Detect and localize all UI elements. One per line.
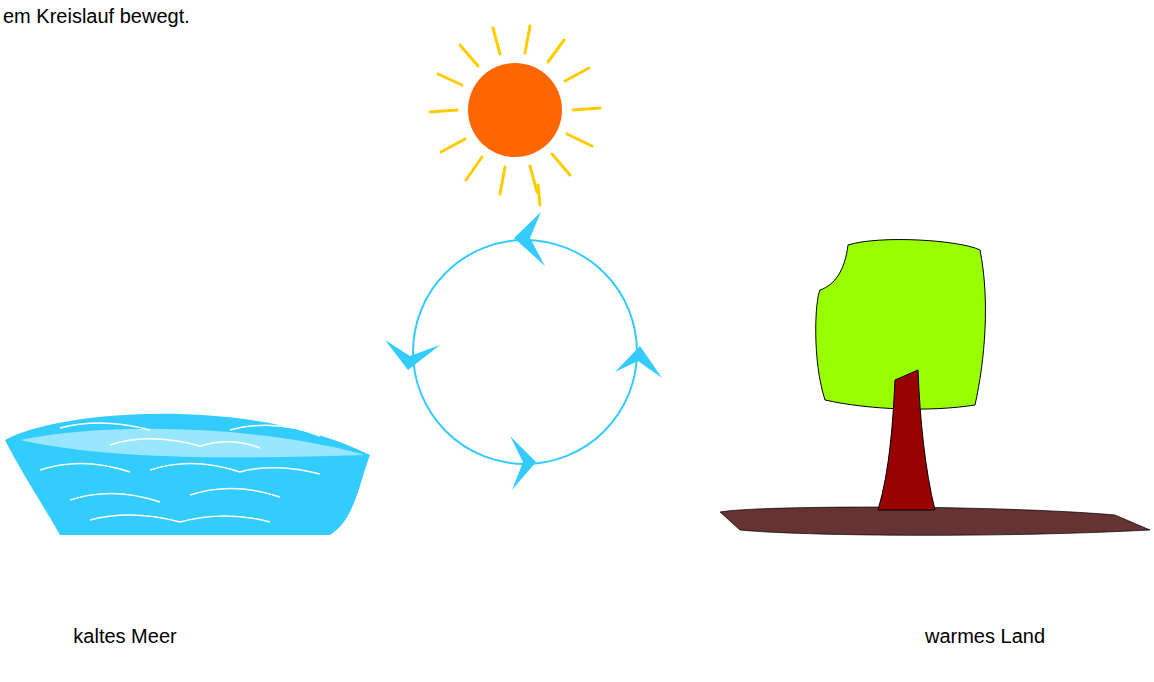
sea <box>5 414 370 535</box>
intro-text: em Kreislauf bewegt. <box>3 4 190 28</box>
sun <box>430 26 600 205</box>
sea-label: kaltes Meer <box>73 624 176 648</box>
land-label: warmes Land <box>925 624 1045 648</box>
land-with-tree <box>720 240 1150 536</box>
circulation-cycle <box>385 212 662 490</box>
